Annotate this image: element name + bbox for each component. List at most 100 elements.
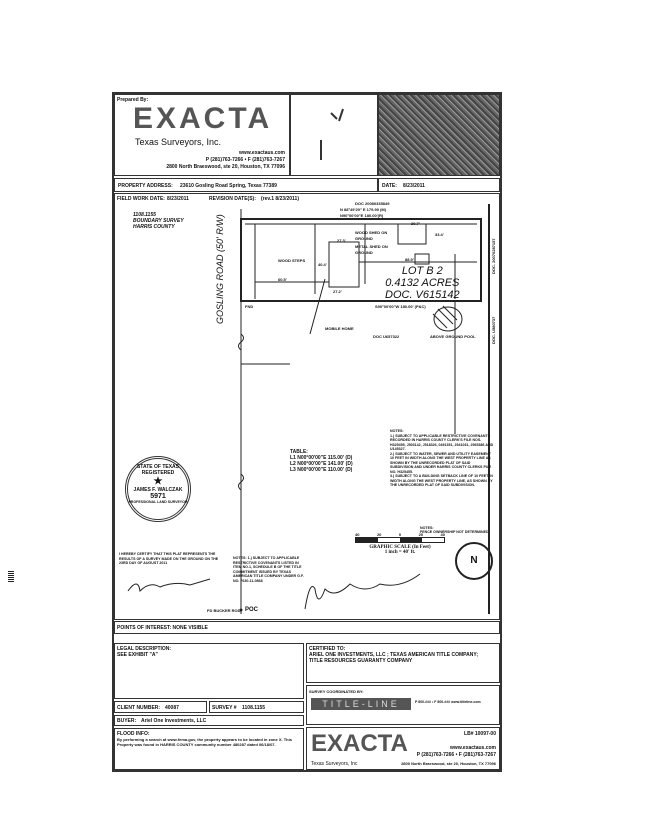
scale-tick: 40	[355, 532, 360, 537]
footer-logo: EXACTA	[311, 730, 408, 757]
flood-info: By performing a search at www.fema.gov, …	[117, 737, 292, 747]
scale-ratio: 1 inch = 40' ft.	[384, 550, 416, 555]
fence-note: NOTES: FENCE OWNERSHIP NOT DETERMINED	[420, 526, 489, 534]
survey-county: HARRIS COUNTY	[133, 224, 175, 230]
certified-to-label: CERTIFIED TO:	[309, 646, 346, 652]
client-number: 40087	[165, 705, 179, 711]
dim-3: 60.5'	[278, 277, 287, 282]
margin-mark	[8, 570, 14, 582]
buyer-name: Ariel One Investments, LLC	[141, 718, 207, 724]
certified-to-line: ARIEL ONE INVESTMENTS, LLC ; TEXAS AMERI…	[309, 652, 478, 658]
certified-to-box: CERTIFIED TO: ARIEL ONE INVESTMENTS, LLC…	[306, 643, 500, 683]
property-address-label: PROPERTY ADDRESS:	[118, 183, 173, 189]
note-item: 2.) SUBJECT TO WATER, SEWER AND UTILITY …	[390, 451, 492, 474]
property-address-row: PROPERTY ADDRESS: 23610 Gosling Road Spr…	[114, 178, 378, 192]
company-address: 2800 North Braeswood, ste 20, Houston, T…	[166, 164, 285, 170]
survey-number-box: SURVEY # 1108.1155	[209, 701, 304, 713]
scale-bar	[355, 537, 445, 543]
fnd-label: FND	[245, 304, 254, 309]
notes-title: NOTES:	[390, 429, 404, 433]
pool-label: ABOVE GROUND POOL	[430, 334, 476, 339]
line-table-title: TABLE:	[290, 449, 308, 455]
seal-title: PROFESSIONAL LAND SURVEYOR	[128, 500, 188, 504]
north-arrow-icon: N	[455, 542, 493, 580]
dim-6: 33.4'	[435, 232, 444, 237]
date-value: 8/23/2011	[403, 183, 425, 189]
company-website: www.exactaus.com	[239, 150, 285, 156]
north-label: N	[470, 555, 478, 566]
metal-shed-label: METAL SHED ON GROUND	[355, 244, 388, 255]
prepared-by-label: Prepared By:	[117, 97, 149, 103]
wood-shed	[397, 223, 427, 245]
bearing-bottom: S90°00'00"W 180.00' (P&C)	[375, 304, 426, 309]
scale-label: GRAPHIC SCALE (In Feet)	[369, 545, 431, 550]
certified-to-line: TITLE RESOURCES GUARANTY COMPANY	[309, 658, 413, 664]
scale-tick: 20	[418, 532, 424, 537]
seal-registered: REGISTERED	[141, 470, 175, 476]
flood-info-label: FLOOD INFO:	[117, 731, 150, 737]
above-ground-pool	[433, 306, 463, 332]
flood-info-box: FLOOD INFO: By performing a search at ww…	[114, 728, 304, 770]
footer-phone: P (281)763-7266 • F (281)763-7267	[416, 752, 496, 758]
revision-dates: (rev.1 8/23/2011)	[261, 196, 299, 202]
note-item: 3.) SUBJECT TO A BUILDING SETBACK LINE O…	[390, 474, 493, 487]
survey-job-number: 1108.1155	[133, 212, 156, 218]
survey-type: BOUNDARY SURVEY	[133, 218, 184, 224]
dim-7: 20.7'	[411, 221, 420, 226]
fence-note-title: NOTES:	[420, 526, 434, 530]
seal-star-icon: ★	[153, 476, 163, 487]
line-table-row: L3 N00°00'00"E 110.00' (D)	[290, 467, 353, 473]
footer-license: LB# 10097-00	[464, 731, 496, 737]
commitment-note: NOTES: 1.) SUBJECT TO APPLICABLE RESTRIC…	[233, 556, 304, 583]
location-map	[290, 94, 378, 176]
footer-box: EXACTA Texas Surveyors, Inc LB# 10097-00…	[306, 727, 500, 770]
title-line-logo: TITLE-LINE	[311, 698, 411, 710]
field-work-date: 8/23/2011	[167, 196, 189, 202]
line-table-row: L2 N00°00'00"E 141.00' (D)	[290, 461, 353, 467]
property-address: 23610 Gosling Road Spring, Texas 77389	[180, 183, 277, 189]
plat-drawing	[238, 204, 490, 614]
dim-2: 40.4'	[318, 262, 327, 267]
legal-description-label: LEGAL DESCRIPTION:	[117, 646, 172, 652]
survey-coordinated-box: SURVEY COORDINATED BY: TITLE-LINE P 800-…	[306, 685, 500, 725]
bearing-top-record: N90°00'00"E 180.00'(R)	[340, 213, 384, 218]
seal-number: 5971	[150, 493, 166, 500]
date-label: DATE:	[382, 183, 397, 189]
legal-description: SEE EXHIBIT "A"	[117, 652, 158, 658]
legal-description-box: LEGAL DESCRIPTION: SEE EXHIBIT "A"	[114, 643, 304, 699]
lot-acreage: 0.4132 ACRES	[385, 277, 460, 289]
doc-bottom: DOC U657322	[373, 334, 400, 339]
line-table: TABLE: L1 N00°00'00"E 115.00' (D) L2 N00…	[290, 449, 353, 473]
survey-number: 1108.1155	[242, 705, 266, 711]
doc-right-2: DOC. U580737	[491, 316, 496, 344]
certification: I HEREBY CERTIFY THAT THIS PLAT REPRESEN…	[119, 552, 219, 565]
survey-number-label: SURVEY #	[212, 705, 237, 711]
bearing-top-measured: N 88°49'29" E 179.90 (M)	[340, 207, 387, 212]
road-label: GOSLING ROAD (50' R/W)	[215, 214, 225, 324]
doc-top: DOC 20080335849	[355, 201, 390, 206]
buyer-label: BUYER:	[117, 718, 137, 724]
note-item: 1.) SUBJECT TO APPLICABLE RESTRICTIVE CO…	[390, 433, 494, 452]
fence-note-text: FENCE OWNERSHIP NOT DETERMINED	[420, 530, 489, 534]
surveyor-seal: STATE OF TEXAS REGISTERED ★ JAMES F. WAL…	[125, 456, 191, 522]
mobile-home-label: MOBILE HOME	[325, 326, 354, 331]
revision-dates-label: REVISION DATE(S):	[209, 196, 256, 202]
mobile-home	[328, 241, 360, 288]
property-photo	[378, 94, 500, 176]
wood-steps-label: WOOD STEPS	[278, 258, 306, 263]
prepared-by-box: Prepared By: EXACTA Texas Surveyors, Inc…	[114, 94, 290, 176]
lot-number: LOT B 2	[401, 265, 443, 277]
footer-address: 2800 North Braeswood, ste 20, Houston, T…	[401, 761, 496, 766]
dim-5: 88.9'	[405, 257, 414, 262]
field-work-date-label: FIELD WORK DATE:	[117, 196, 165, 202]
footer-company: Texas Surveyors, Inc	[311, 761, 358, 767]
client-number-label: CLIENT NUMBER:	[117, 705, 161, 711]
client-number-box: CLIENT NUMBER: 40087	[114, 701, 207, 713]
lot-label: LOT B 2 0.4132 ACRES DOC. V615142	[385, 265, 460, 301]
buyer-signature	[304, 573, 421, 610]
dim-4: 27.2'	[333, 289, 342, 294]
footer-website: www.exactaus.com	[450, 745, 496, 751]
plat-area: FIELD WORK DATE: 8/23/2011 REVISION DATE…	[114, 193, 500, 620]
doc-right-1: DOC. 20070287157	[491, 238, 496, 274]
